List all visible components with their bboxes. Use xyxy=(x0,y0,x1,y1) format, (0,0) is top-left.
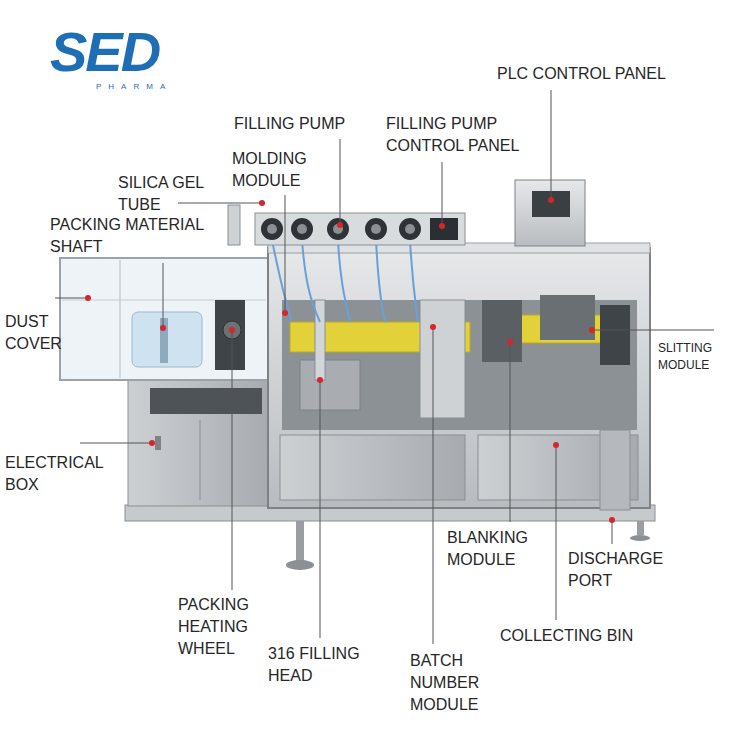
door-seam xyxy=(200,420,201,500)
leader-line xyxy=(163,263,164,328)
leader-line xyxy=(442,162,443,226)
leader-dot xyxy=(337,222,343,228)
silicone-tube xyxy=(302,240,320,322)
leader-dot xyxy=(229,327,235,333)
leader-dot xyxy=(507,339,513,345)
filling-pump xyxy=(399,218,421,240)
dust-cover xyxy=(60,258,268,380)
leader-line xyxy=(80,443,152,444)
part-label: BATCH NUMBER MODULE xyxy=(410,650,505,716)
part-label: FILLING PUMP CONTROL PANEL xyxy=(386,113,556,157)
leader-dot xyxy=(149,440,155,446)
part-label: COLLECTING BIN xyxy=(500,625,675,647)
part-label: FILLING PUMP xyxy=(234,113,374,135)
machine-foot-pad xyxy=(630,535,650,541)
silicone-tube xyxy=(410,240,418,322)
part-label: PACKING HEATING WHEEL xyxy=(178,594,273,660)
leader-dot xyxy=(85,295,91,301)
silica-gel-tube-holder xyxy=(228,205,240,245)
leader-dot xyxy=(548,197,554,203)
pump-control-screen xyxy=(430,218,458,240)
leader-dot xyxy=(609,517,615,523)
leader-dots xyxy=(85,197,615,523)
leader-line xyxy=(178,203,262,204)
leader-line xyxy=(55,298,88,299)
part-label: ELECTRICAL BOX xyxy=(5,452,120,496)
filling-pump xyxy=(261,218,283,240)
part-label: 316 FILLING HEAD xyxy=(268,643,373,687)
leader-line xyxy=(433,327,434,644)
leader-line xyxy=(232,330,233,590)
leader-line xyxy=(320,380,321,638)
silicone-tube xyxy=(338,240,350,322)
leader-dot xyxy=(553,442,559,448)
blanking-module xyxy=(482,300,522,362)
leader-line xyxy=(340,139,341,225)
silicone-tube xyxy=(376,240,385,322)
filling-pump xyxy=(365,218,387,240)
slitting-module xyxy=(600,305,630,365)
logo-mark: SED xyxy=(50,22,210,82)
main-frame xyxy=(268,248,650,508)
leader-line xyxy=(285,195,286,313)
feed-unit xyxy=(215,300,245,370)
logo-subtitle: PHARMA xyxy=(96,82,216,92)
cover-frame xyxy=(120,260,121,378)
part-label: SLITTING MODULE xyxy=(658,340,724,374)
leader-dot xyxy=(259,200,265,206)
part-label: DISCHARGE PORT xyxy=(568,548,683,592)
machine-foot xyxy=(296,521,304,561)
pump-rotor xyxy=(267,224,277,234)
leader-line xyxy=(556,445,557,620)
leader-dot xyxy=(430,324,436,330)
part-label: PLC CONTROL PANEL xyxy=(497,63,722,85)
electrical-box xyxy=(128,378,270,506)
machine-foot xyxy=(637,521,644,535)
lower-cabinet xyxy=(280,435,465,500)
leader-dot xyxy=(317,377,323,383)
silicone-tube xyxy=(272,240,292,322)
leader-line xyxy=(551,90,552,200)
filling-pump xyxy=(327,218,349,240)
part-label: PACKING MATERIAL SHAFT xyxy=(50,214,235,258)
discharge-chute xyxy=(600,430,630,510)
leader-dot xyxy=(160,325,166,331)
batch-number-module xyxy=(420,300,465,418)
pump-rotor xyxy=(297,224,307,234)
part-label: SILICA GEL TUBE xyxy=(118,172,228,216)
leader-lines xyxy=(55,90,714,644)
leader-line xyxy=(510,342,511,522)
leader-dot xyxy=(589,327,595,333)
leader-dot xyxy=(439,223,445,229)
tray-recess xyxy=(150,388,262,414)
packing-material-roll xyxy=(132,312,202,367)
packing-shaft xyxy=(160,318,168,363)
leader-dot xyxy=(282,310,288,316)
part-label: DUST COVER xyxy=(5,311,77,355)
filling-pump xyxy=(291,218,313,240)
machine-foot-pad xyxy=(286,560,314,570)
leader-line xyxy=(612,520,613,544)
part-label: BLANKING MODULE xyxy=(447,527,547,571)
door-handle xyxy=(155,436,161,450)
plc-control-panel xyxy=(515,180,585,246)
molding-block xyxy=(300,360,360,410)
leader-line xyxy=(592,330,714,331)
part-label: MOLDING MODULE xyxy=(232,148,342,192)
press-block xyxy=(540,295,595,340)
pump-rotor xyxy=(371,224,381,234)
pump-rotor xyxy=(405,224,415,234)
pump-panel xyxy=(255,213,465,245)
